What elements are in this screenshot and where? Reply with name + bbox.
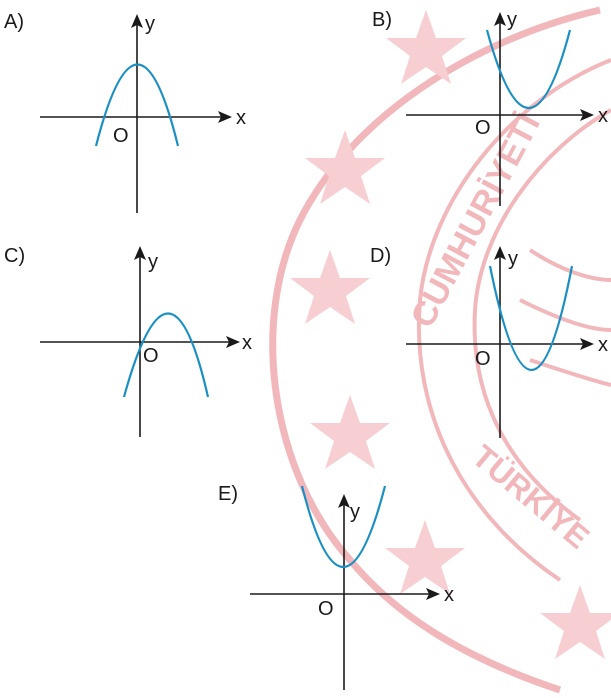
option-d-label: D) bbox=[370, 245, 391, 267]
y-axis-arrow-icon bbox=[494, 246, 506, 260]
option-e-graph[interactable]: E) x y O bbox=[218, 483, 454, 690]
option-c-graph[interactable]: C) x y O bbox=[4, 245, 252, 437]
y-axis-label: y bbox=[145, 13, 155, 35]
y-axis-arrow-icon bbox=[494, 12, 506, 26]
x-axis-arrow-icon bbox=[218, 111, 232, 123]
watermark-star bbox=[385, 520, 465, 594]
x-axis-label: x bbox=[598, 334, 608, 356]
watermark-ring-inner-2 bbox=[472, 108, 611, 522]
watermark-star bbox=[290, 250, 370, 324]
y-axis-arrow-icon bbox=[134, 246, 146, 260]
parabola-curve bbox=[488, 265, 574, 372]
parabola-curve bbox=[94, 63, 180, 147]
x-axis-label: x bbox=[444, 584, 454, 606]
option-e-label: E) bbox=[218, 483, 238, 505]
y-axis-arrow-icon bbox=[338, 494, 350, 508]
x-axis-arrow-icon bbox=[580, 109, 594, 121]
option-d-graph[interactable]: D) x y O bbox=[370, 245, 608, 438]
y-axis-arrow-icon bbox=[131, 14, 143, 28]
x-axis-label: x bbox=[236, 107, 246, 129]
option-c-label: C) bbox=[4, 245, 25, 267]
option-a-label: A) bbox=[4, 11, 24, 33]
y-axis-label: y bbox=[148, 251, 158, 273]
y-axis-label: y bbox=[508, 248, 518, 270]
x-axis-label: x bbox=[598, 105, 608, 127]
parabola-curve bbox=[122, 312, 210, 398]
option-b-label: B) bbox=[372, 9, 392, 31]
watermark-text-2: TÜRKİYE bbox=[466, 438, 597, 556]
watermark-star bbox=[305, 130, 385, 204]
origin-label: O bbox=[318, 598, 334, 620]
origin-label: O bbox=[475, 117, 491, 139]
y-axis-label: y bbox=[350, 501, 360, 523]
x-axis-arrow-icon bbox=[226, 336, 240, 348]
watermark-rope-outer bbox=[269, 6, 601, 694]
y-axis-label: y bbox=[507, 9, 517, 31]
origin-label: O bbox=[113, 125, 129, 147]
parabola-curve bbox=[300, 485, 387, 569]
x-axis-label: x bbox=[242, 332, 252, 354]
x-axis-arrow-icon bbox=[580, 338, 594, 350]
watermark-star bbox=[310, 395, 390, 469]
watermark-ring-inner bbox=[416, 58, 611, 582]
origin-label: O bbox=[475, 348, 491, 370]
watermark-star bbox=[540, 585, 611, 659]
option-b-graph[interactable]: B) x y O bbox=[372, 9, 608, 206]
watermark-star bbox=[386, 10, 466, 84]
parabola-curve bbox=[485, 29, 572, 110]
watermark-emblem-lines bbox=[519, 248, 611, 387]
watermark-seal: CUMHURİYETİ TÜRKİYE bbox=[269, 6, 611, 694]
origin-label: O bbox=[143, 345, 159, 367]
x-axis-arrow-icon bbox=[426, 588, 440, 600]
option-a-graph[interactable]: A) x y O bbox=[4, 11, 246, 213]
